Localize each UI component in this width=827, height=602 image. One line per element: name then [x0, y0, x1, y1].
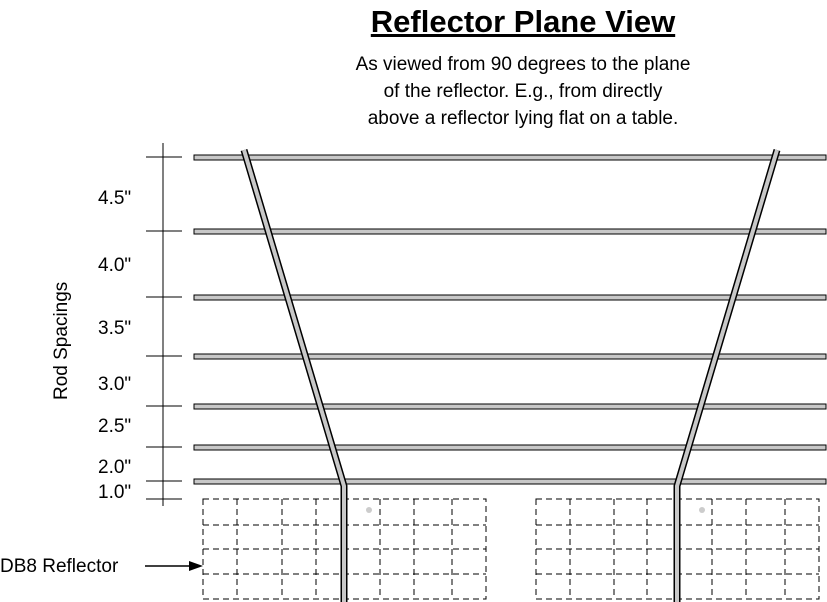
mount-dot-right: [699, 507, 705, 513]
rod-6: [193, 444, 827, 451]
spacing-label-5: 2.5": [98, 416, 131, 437]
spacing-label-7: 1.0": [98, 482, 131, 503]
reflector-label: DB8 Reflector: [0, 556, 119, 577]
rod-spacings-label: Rod Spacings: [51, 282, 72, 400]
subtitle-line-3: above a reflector lying flat on a table.: [367, 108, 679, 129]
rod-5: [193, 403, 827, 410]
subtitle-line-2: of the reflector. E.g., from directly: [383, 81, 663, 102]
rod-4: [193, 353, 827, 360]
spacing-label-3: 3.5": [98, 318, 131, 339]
dimension-ticks: [146, 156, 182, 500]
subtitle-line-1: As viewed from 90 degrees to the plane: [355, 54, 691, 75]
rod-7: [193, 478, 827, 485]
spacing-label-1: 4.5": [98, 188, 131, 209]
rod-1: [193, 154, 827, 161]
spacing-label-6: 2.0": [98, 457, 131, 478]
support-boom-right: [673, 149, 781, 602]
mount-dot-left: [366, 507, 372, 513]
rod-3: [193, 294, 827, 301]
support-boom-left: [240, 149, 348, 602]
reflector-arrow-head: [189, 561, 203, 571]
rod-2: [193, 228, 827, 235]
spacing-label-2: 4.0": [98, 255, 131, 276]
diagram-title: Reflector Plane View: [370, 4, 676, 39]
spacing-label-4: 3.0": [98, 374, 131, 395]
reflector-rods: [193, 154, 827, 485]
